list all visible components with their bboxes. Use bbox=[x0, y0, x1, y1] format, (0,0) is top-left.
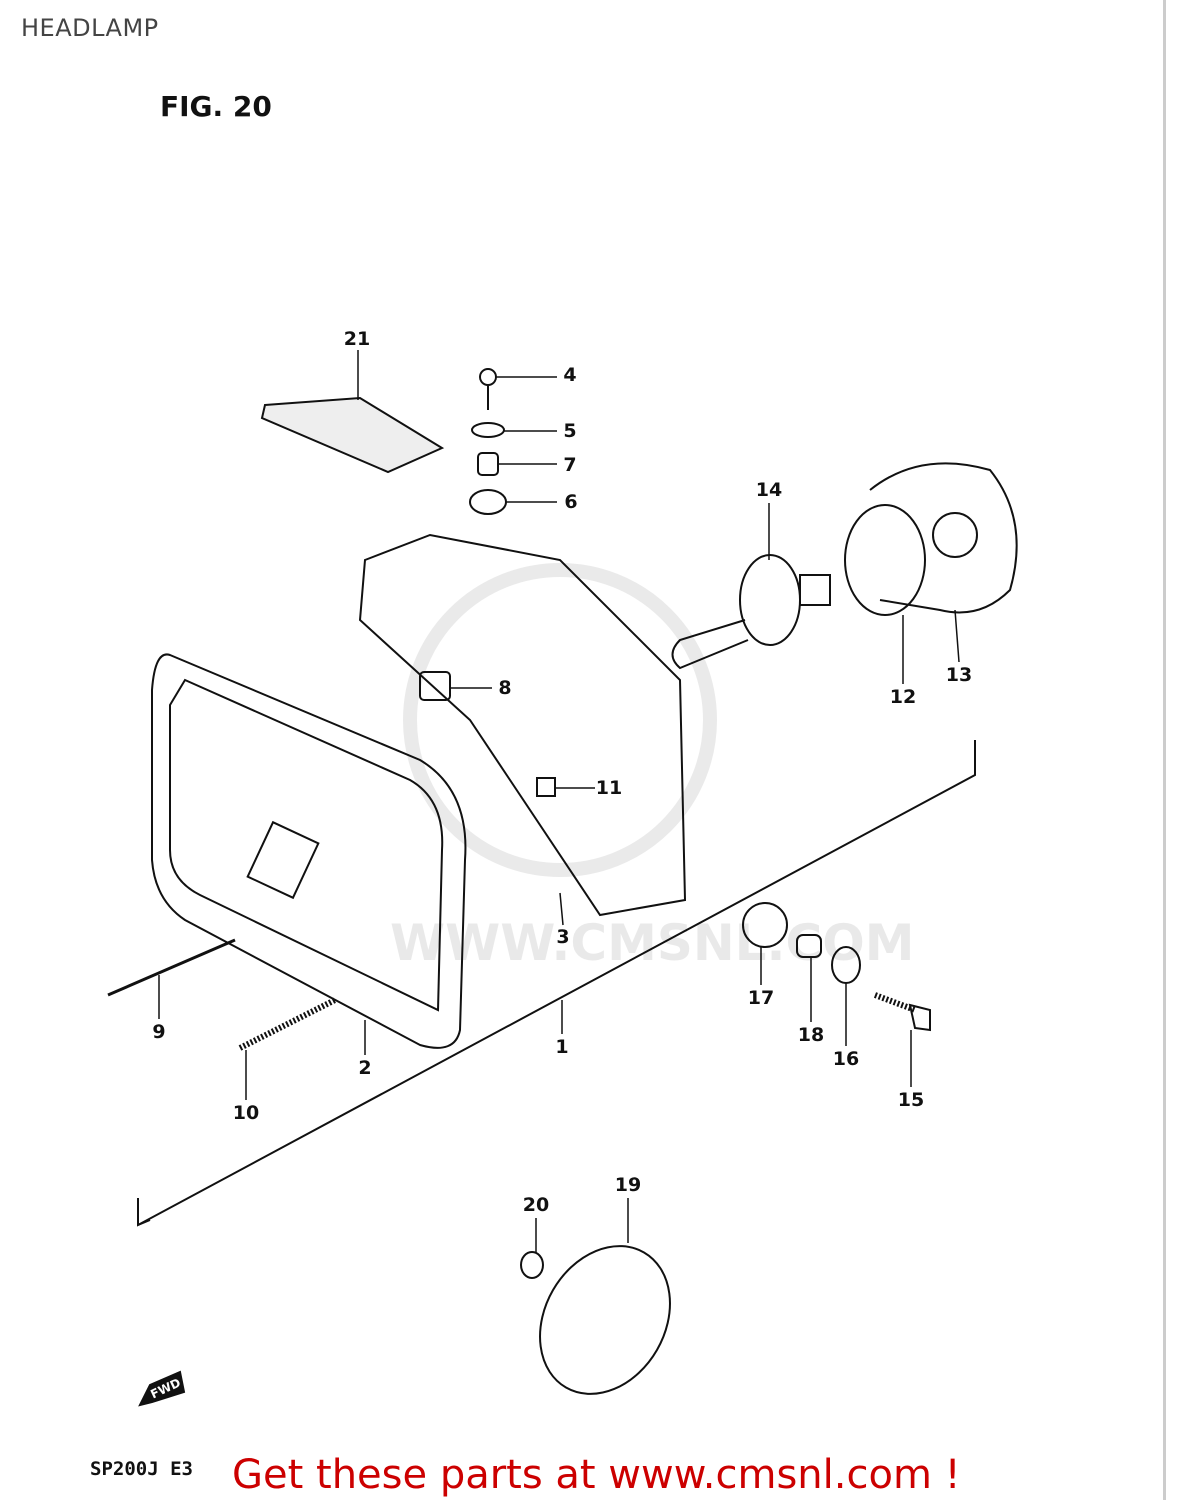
part-15-bolt bbox=[873, 992, 931, 1032]
assembly-outline bbox=[137, 740, 976, 1227]
part-8-nut bbox=[419, 671, 451, 701]
part-4-screw bbox=[479, 368, 497, 410]
callout-2: 2 bbox=[358, 1057, 372, 1079]
part-7-collar bbox=[477, 452, 499, 476]
callout-5: 5 bbox=[563, 420, 577, 442]
watermark-text: WWW.CMSNL.COM bbox=[390, 914, 915, 972]
callout-11: 11 bbox=[595, 777, 623, 799]
promo-link[interactable]: Get these parts at www.cmsnl.com ! bbox=[232, 1452, 961, 1498]
part-10-spring bbox=[238, 997, 337, 1051]
callout-3: 3 bbox=[556, 926, 570, 948]
right-border bbox=[1163, 0, 1166, 1500]
part-6-grommet bbox=[469, 489, 507, 515]
callout-12: 12 bbox=[889, 686, 917, 708]
callout-9: 9 bbox=[152, 1021, 166, 1043]
fwd-arrow-icon: FWD bbox=[138, 1370, 186, 1407]
callout-20: 20 bbox=[522, 1194, 550, 1216]
callout-7: 7 bbox=[563, 454, 577, 476]
part-14-bulb bbox=[671, 554, 831, 670]
callout-17: 17 bbox=[747, 987, 775, 1009]
callout-14: 14 bbox=[755, 479, 783, 501]
part-18-collar bbox=[796, 934, 822, 958]
part-13-cover bbox=[869, 462, 1018, 614]
part-3-housing bbox=[358, 533, 687, 917]
callout-16: 16 bbox=[832, 1048, 860, 1070]
model-code: SP200J E3 bbox=[90, 1458, 193, 1480]
callout-19: 19 bbox=[614, 1174, 642, 1196]
part-20-ring bbox=[520, 1251, 544, 1279]
part-2-lamp-unit bbox=[151, 653, 467, 1049]
callout-10: 10 bbox=[232, 1102, 260, 1124]
callout-13: 13 bbox=[945, 664, 973, 686]
callout-4: 4 bbox=[563, 364, 577, 386]
callout-15: 15 bbox=[897, 1089, 925, 1111]
part-5-washer bbox=[471, 422, 505, 438]
figure-number: FIG. 20 bbox=[160, 90, 272, 123]
watermark-logo: WWW.CMSNL.COM bbox=[390, 563, 915, 972]
callout-1: 1 bbox=[555, 1036, 569, 1058]
part-11-nut bbox=[536, 777, 556, 797]
callout-21: 21 bbox=[343, 328, 371, 350]
part-21-pad bbox=[260, 396, 445, 474]
page-title: HEADLAMP bbox=[21, 14, 159, 42]
part-9-screw bbox=[107, 938, 236, 997]
callout-8: 8 bbox=[498, 677, 512, 699]
callout-6: 6 bbox=[564, 491, 578, 513]
callout-18: 18 bbox=[797, 1024, 825, 1046]
part-17-adjuster bbox=[742, 902, 788, 948]
part-12-ring bbox=[844, 504, 926, 616]
part-19-lens-cap bbox=[539, 1245, 671, 1395]
